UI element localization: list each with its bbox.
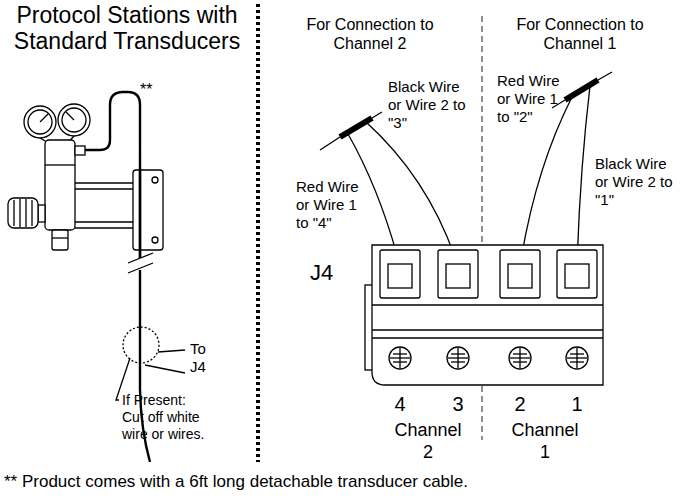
panel-divider [256,4,260,462]
note-label: If Present: Cut off white wire or wires. [122,392,210,442]
connector-name: J4 [310,260,350,286]
footnote: ** Product comes with a 6ft long detacha… [4,472,680,492]
leader-line [145,365,185,373]
terminal-block [365,245,603,385]
mounting-bracket [75,170,163,250]
wire-label: Black Wire or Wire 2 to "1" [595,155,675,209]
wire-label: Red Wire or Wire 1 to "4" [296,178,366,232]
channel-label: Channel 1 [509,420,581,463]
wire-label: Black Wire or Wire 2 to "3" [388,78,468,132]
callout-label: To J4 [190,340,216,376]
section-label: For Connection to Channel 2 [295,15,445,53]
wire-label: Red Wire or Wire 1 to "2" [497,72,567,126]
channel-label: Channel 2 [392,420,464,463]
panel-title: Protocol Stations with Standard Transduc… [8,2,246,54]
terminal-number: 2 [510,392,530,416]
leader-line [158,350,185,352]
terminal-number: 4 [390,392,410,416]
cut-circle [123,327,159,363]
terminal-number: 1 [567,392,587,416]
callout-mark: ** [140,80,170,99]
screw [389,347,588,369]
terminal-number: 3 [448,392,468,416]
section-label: For Connection to Channel 1 [505,15,655,53]
